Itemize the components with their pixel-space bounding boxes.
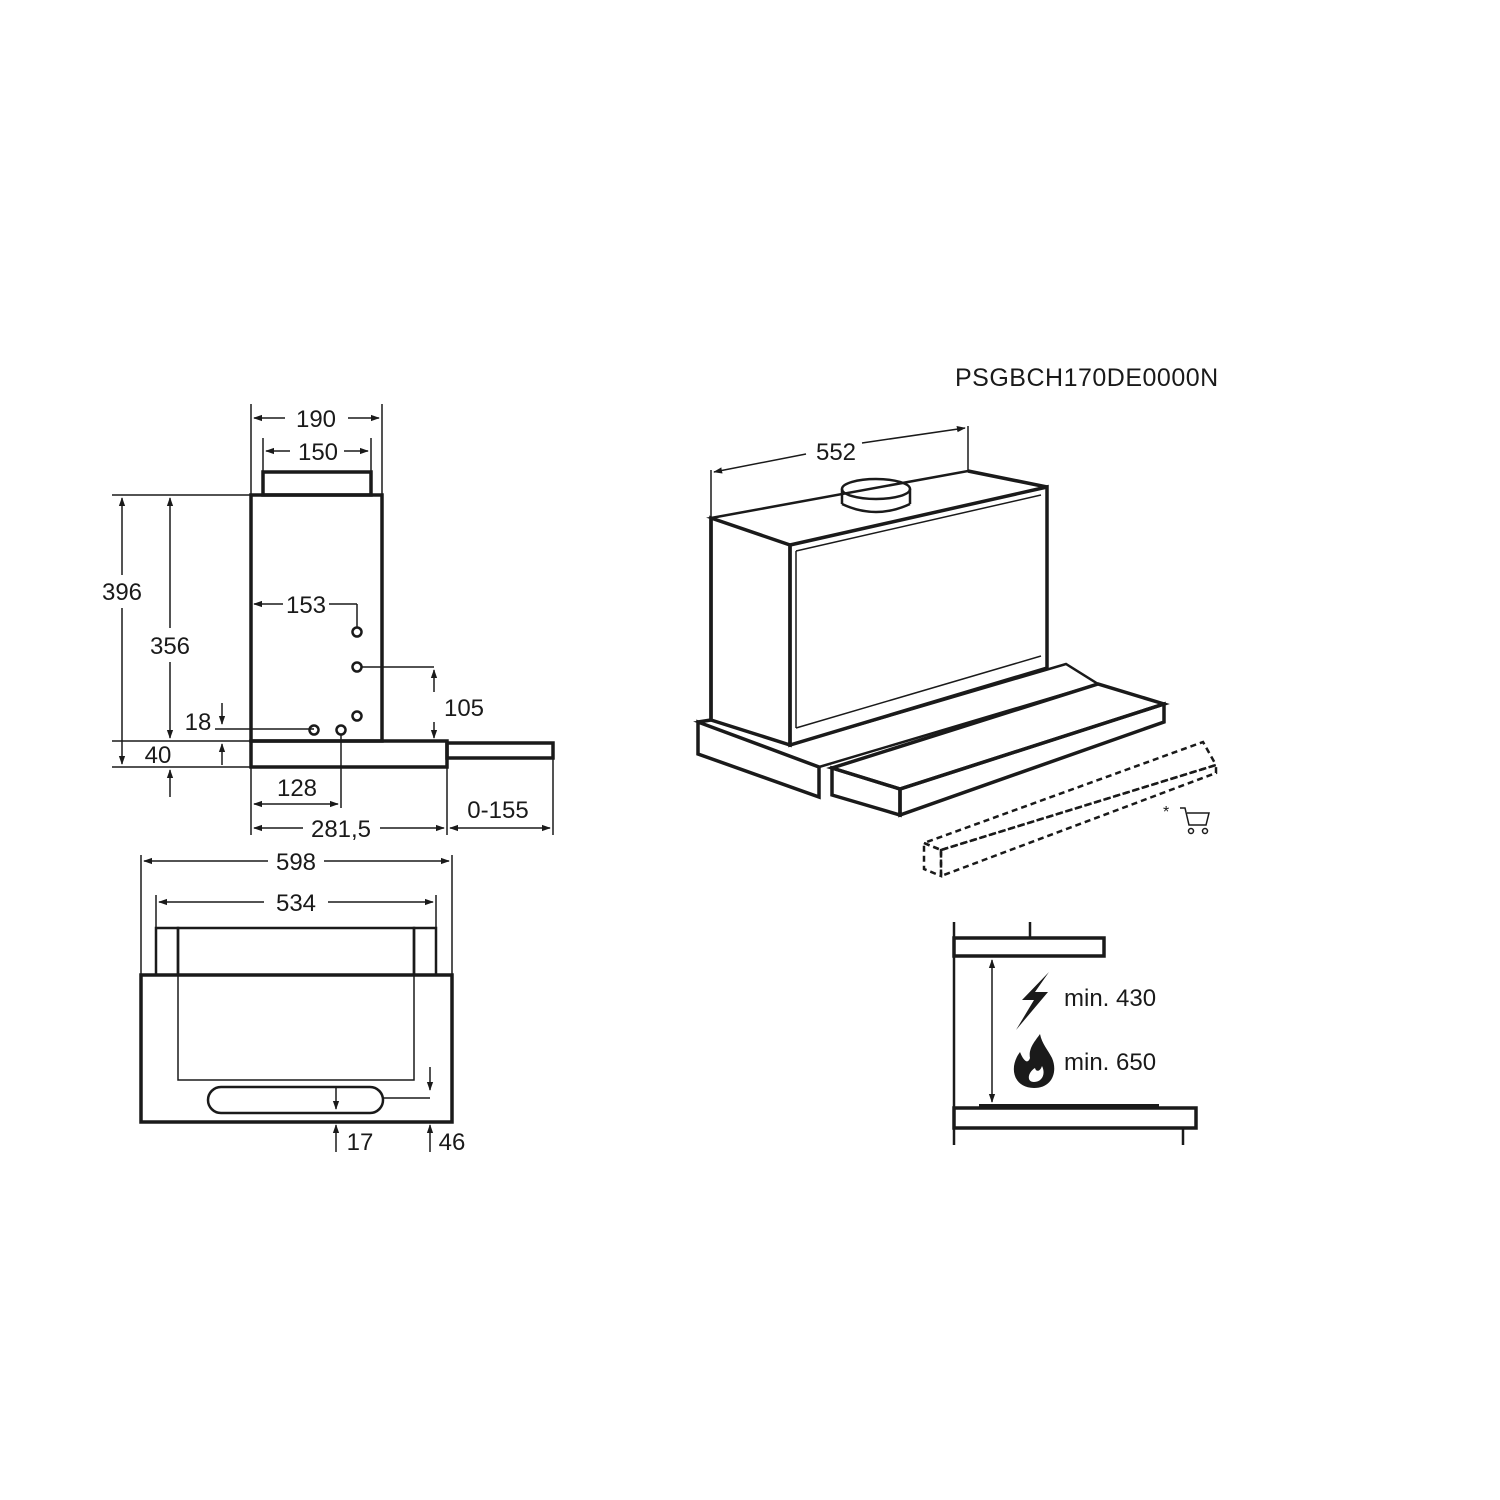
mount-hole [351,661,363,673]
dim-356-label: 356 [150,633,190,660]
dim-153-label: 153 [286,592,326,619]
mount-hole [351,626,363,638]
front-inner-panel [177,975,415,1081]
front-top-box [176,926,416,977]
iso-right-face [788,484,1049,748]
clearance-electric-label: min. 430 [1064,985,1156,1012]
dim-396-label: 396 [102,579,142,606]
iso-drawer-top [826,682,1170,791]
dim-190-label: 190 [296,406,336,433]
front-body [139,973,454,1124]
dim-598-label: 598 [276,849,316,876]
iso-view: 552 * [693,426,1218,878]
front-lug-left [154,926,180,977]
side-drawer [445,741,555,760]
side-spigot [261,470,373,497]
side-view: 190 150 396 356 40 18 153 [102,404,555,843]
iso-accessory-filter [920,740,1218,852]
dim-46-label: 46 [439,1129,466,1156]
mount-hole [351,710,363,722]
mount-hole [335,724,347,736]
front-grip-slot [206,1085,385,1115]
dim-128-label: 128 [277,775,317,802]
clearance-burner [979,1104,1159,1109]
dim-552-label: 552 [816,439,856,466]
iso-front-face [709,515,792,748]
mount-hole [308,724,320,736]
iso-base-front [696,719,821,800]
front-lug-right [412,926,438,977]
dim-0-155-label: 0-155 [467,797,528,824]
front-view: 598 534 17 46 [139,849,466,1156]
dim-17-label: 17 [347,1129,374,1156]
model-code: PSGBCH170DE0000N [955,364,1219,392]
dim-281-5-label: 281,5 [311,816,371,843]
iso-drawer-side [898,701,1166,818]
dim-40-label: 40 [145,742,172,769]
side-base [249,739,449,769]
dim-534-label: 534 [276,890,316,917]
clearance-diagram: min. 430 min. 650 [952,922,1198,1145]
dim-105-label: 105 [444,695,484,722]
lightning-icon [1016,972,1049,1030]
clearance-hood [952,936,1106,958]
flame-icon [1013,1034,1055,1088]
iso-base-top [693,662,1102,769]
clearance-hob [952,1106,1198,1130]
dim-18-label: 18 [185,709,212,736]
shopping-cart-icon [1180,807,1210,835]
iso-drawer-front [830,765,902,818]
clearance-gas-label: min. 650 [1064,1049,1156,1076]
accessory-asterisk: * [1163,804,1169,821]
dim-150-label: 150 [298,439,338,466]
